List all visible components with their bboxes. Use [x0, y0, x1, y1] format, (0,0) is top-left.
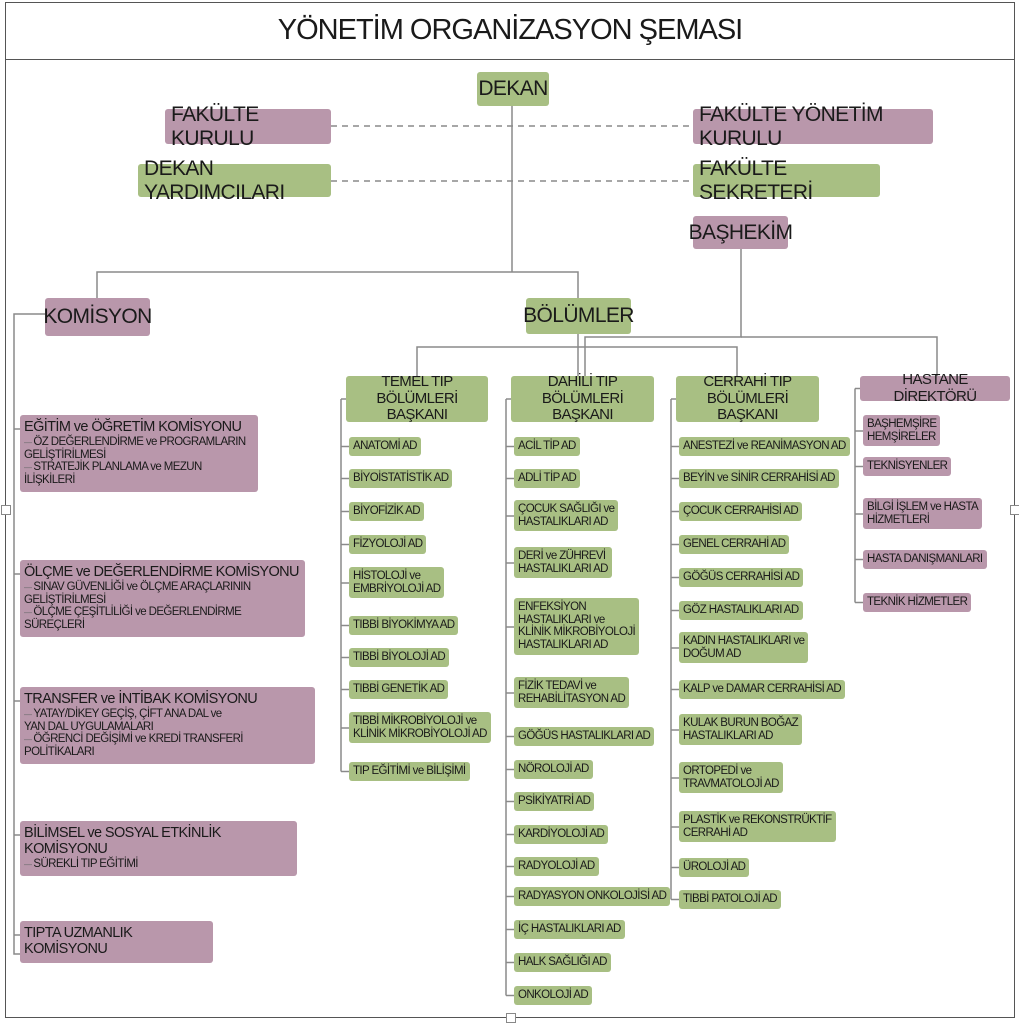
hastane-item[interactable]: BAŞHEMŞİRE HEMŞİRELER: [863, 415, 941, 447]
komisyon-subtopic: ÖLÇME ÇEŞİTLİLİĞİ ve DEĞERLENDİRME SÜREÇ…: [24, 606, 301, 631]
dahili-item[interactable]: GÖĞÜS HASTALIKLARI AD: [514, 727, 655, 746]
dahili-item[interactable]: ACİL TİP AD: [514, 437, 580, 456]
komisyon-title: TRANSFER ve İNTİBAK KOMİSYONU: [24, 691, 258, 707]
dahili-item[interactable]: ONKOLOJİ AD: [514, 986, 593, 1005]
temel-item[interactable]: TIBBİ MİKROBİYOLOJİ ve KLİNİK MİKROBİYOL…: [349, 712, 491, 744]
komisyon-title: BİLİMSEL ve SOSYAL ETKİNLİK KOMİSYONU: [24, 825, 221, 857]
temel-item[interactable]: HİSTOLOJİ ve EMBRİYOLOJİ AD: [349, 567, 445, 599]
komisyon-subtopic: YATAY/DİKEY GEÇİŞ, ÇİFT ANA DAL ve YAN D…: [24, 708, 311, 733]
cerrahi-item[interactable]: GENEL CERRAHİ AD: [679, 535, 790, 554]
fakulte-yonetim-kurulu-box[interactable]: FAKÜLTE YÖNETİM KURULU: [693, 103, 933, 150]
dahili-head-box[interactable]: DAHİLİ TIP BÖLÜMLERİ BAŞKANI: [511, 374, 654, 423]
temel-head-box[interactable]: TEMEL TIP BÖLÜMLERİ BAŞKANI: [346, 374, 488, 423]
resize-handle[interactable]: [1, 505, 11, 515]
resize-handle[interactable]: [1010, 505, 1019, 515]
dahili-item[interactable]: KARDİYOLOJİ AD: [514, 825, 609, 844]
komisyon-item[interactable]: TIPTA UZMANLIK KOMİSYONU: [20, 921, 213, 963]
cerrahi-item[interactable]: GÖĞÜS CERRAHİSİ AD: [679, 568, 804, 587]
page-title: YÖNETİM ORGANİZASYON ŞEMASI: [5, 2, 1015, 60]
dahili-item[interactable]: NÖROLOJİ AD: [514, 760, 593, 779]
dahili-item[interactable]: PSİKİYATRİ AD: [514, 792, 595, 811]
komisyon-subtopic: ÖZ DEĞERLENDİRME ve PROGRAMLARIN GELİŞTİ…: [24, 436, 254, 461]
cerrahi-item[interactable]: GÖZ HASTALIKLARI AD: [679, 601, 803, 620]
dahili-item[interactable]: RADYOLOJİ AD: [514, 857, 599, 876]
cerrahi-item[interactable]: ÇOCUK CERRAHİSİ AD: [679, 502, 803, 521]
hastane-item[interactable]: BİLGİ İŞLEM ve HASTA HİZMETLERİ: [863, 498, 983, 530]
fakulte-sekreteri-box[interactable]: FAKÜLTE SEKRETERİ: [693, 157, 880, 204]
komisyon-item[interactable]: TRANSFER ve İNTİBAK KOMİSYONUYATAY/DİKEY…: [20, 687, 315, 764]
komisyon-title: ÖLÇME ve DEĞERLENDİRME KOMİSYONU: [24, 564, 299, 580]
cerrahi-head-box[interactable]: CERRAHİ TIP BÖLÜMLERİ BAŞKANI: [676, 374, 819, 423]
cerrahi-item[interactable]: KADIN HASTALIKLARI ve DOĞUM AD: [679, 632, 809, 664]
komisyon-item[interactable]: EĞİTİM ve ÖĞRETİM KOMİSYONUÖZ DEĞERLENDİ…: [20, 415, 258, 492]
bashekim-box[interactable]: BAŞHEKİM: [689, 216, 793, 249]
komisyon-box[interactable]: KOMİSYON: [43, 298, 152, 336]
komisyon-subtopic: ÖĞRENCİ DEĞİŞİMİ ve KREDİ TRANSFERİ POLİ…: [24, 733, 311, 758]
temel-item[interactable]: ANATOMİ AD: [349, 437, 421, 456]
komisyon-item[interactable]: BİLİMSEL ve SOSYAL ETKİNLİK KOMİSYONUSÜR…: [20, 821, 297, 876]
cerrahi-item[interactable]: ORTOPEDİ ve TRAVMATOLOJİ AD: [679, 762, 783, 794]
resize-handle[interactable]: [506, 1013, 516, 1023]
cerrahi-item[interactable]: PLASTİK ve REKONSTRÜKTİF CERRAHİ AD: [679, 811, 836, 843]
temel-item[interactable]: TIBBİ BİYOKİMYA AD: [349, 616, 459, 635]
temel-item[interactable]: TIBBİ GENETİK AD: [349, 680, 449, 699]
cerrahi-item[interactable]: BEYİN ve SİNİR CERRAHİSİ AD: [679, 469, 839, 488]
dahili-item[interactable]: ÇOCUK SAĞLIĞI ve HASTALIKLARI AD: [514, 500, 619, 532]
dekan-yardimcilari-box[interactable]: DEKAN YARDIMCILARI: [138, 157, 331, 204]
komisyon-subtopic: SINAV GÜVENLİĞİ ve ÖLÇME ARAÇLARININ GEL…: [24, 581, 301, 606]
cerrahi-item[interactable]: KULAK BURUN BOĞAZ HASTALIKLARI AD: [679, 714, 803, 746]
cerrahi-item[interactable]: TIBBİ PATOLOJİ AD: [679, 890, 781, 909]
dahili-item[interactable]: RADYASYON ONKOLOJİSİ AD: [514, 887, 671, 906]
cerrahi-item[interactable]: KALP ve DAMAR CERRAHİSİ AD: [679, 680, 846, 699]
dahili-item[interactable]: DERİ ve ZÜHREVİ HASTALIKLARI AD: [514, 547, 612, 579]
dahili-item[interactable]: HALK SAĞLIĞI AD: [514, 953, 611, 972]
dahili-item[interactable]: ENFEKSİYON HASTALIKLARI ve KLİNİK MİKROB…: [514, 598, 640, 655]
dekan-box[interactable]: DEKAN: [477, 72, 549, 106]
temel-item[interactable]: TIP EĞİTİMİ ve BİLİŞİMİ: [349, 762, 470, 781]
temel-item[interactable]: TIBBİ BİYOLOJİ AD: [349, 648, 450, 667]
komisyon-item[interactable]: ÖLÇME ve DEĞERLENDİRME KOMİSYONUSINAV GÜ…: [20, 560, 305, 637]
temel-item[interactable]: FİZYOLOJİ AD: [349, 535, 427, 554]
hastane-item[interactable]: TEKNİK HİZMETLER: [863, 593, 972, 612]
hastane-item[interactable]: HASTA DANIŞMANLARI: [863, 550, 987, 569]
komisyon-title: EĞİTİM ve ÖĞRETİM KOMİSYONU: [24, 419, 242, 435]
dahili-item[interactable]: İÇ HASTALIKLARI AD: [514, 920, 625, 939]
fakulte-kurulu-box[interactable]: FAKÜLTE KURULU: [165, 103, 331, 150]
bolumler-box[interactable]: BÖLÜMLER: [523, 298, 634, 334]
cerrahi-item[interactable]: ANESTEZİ ve REANİMASYON AD: [679, 437, 850, 456]
komisyon-subtopic: STRATEJİK PLANLAMA ve MEZUN İLİŞKİLERİ: [24, 461, 254, 486]
hastane-item[interactable]: TEKNİSYENLER: [863, 457, 952, 476]
komisyon-subtopic: SÜREKLİ TIP EĞİTİMİ: [24, 858, 293, 871]
temel-item[interactable]: BİYOFİZİK AD: [349, 502, 424, 521]
hastane-head-box[interactable]: HASTANE DİREKTÖRÜ: [860, 371, 1010, 404]
temel-item[interactable]: BİYOİSTATİSTİK AD: [349, 469, 453, 488]
dahili-item[interactable]: ADLİ TİP AD: [514, 469, 581, 488]
komisyon-title: TIPTA UZMANLIK KOMİSYONU: [24, 925, 133, 957]
dahili-item[interactable]: FİZİK TEDAVİ ve REHABİLİTASYON AD: [514, 677, 630, 709]
cerrahi-item[interactable]: ÜROLOJİ AD: [679, 858, 750, 877]
